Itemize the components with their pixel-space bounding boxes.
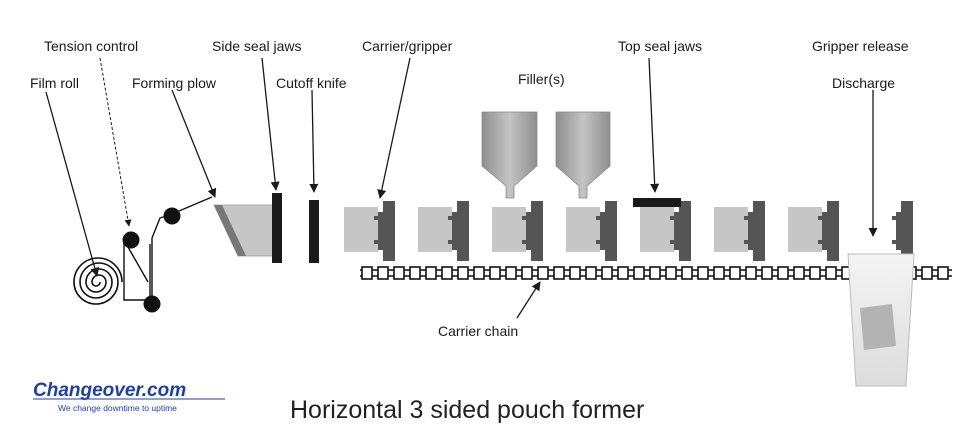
- label-cutoff-knife: Cutoff knife: [276, 75, 347, 91]
- carrier-gripper: [374, 201, 395, 261]
- chain-link: [665, 266, 677, 280]
- tension-roller-2: [143, 295, 161, 313]
- chain-link: [457, 266, 469, 280]
- carrier-gripper: [522, 201, 543, 261]
- label-forming-plow: Forming plow: [132, 75, 217, 91]
- chain-link: [473, 266, 485, 280]
- chain-link: [377, 266, 389, 280]
- chain-link: [393, 266, 405, 280]
- logo-wordmark: Changeover.com: [33, 380, 186, 401]
- label-fillers: Filler(s): [518, 71, 565, 87]
- chain-link: [489, 266, 501, 280]
- chain-link: [729, 266, 741, 280]
- filler-hopper: [481, 111, 538, 199]
- logo-tagline: We change downtime to uptime: [58, 403, 177, 413]
- pouch: [788, 207, 822, 252]
- pouch: [344, 207, 378, 252]
- chain-link: [825, 266, 837, 280]
- chain-link: [441, 266, 453, 280]
- label-side-seal-jaws: Side seal jaws: [212, 38, 302, 54]
- side-seal-jaw: [272, 193, 282, 263]
- chain-link: [649, 266, 661, 280]
- label-gripper-release: Gripper release: [812, 38, 909, 54]
- top-seal-jaw: [633, 198, 681, 207]
- chain-link: [809, 266, 821, 280]
- pouch-carriers: [344, 201, 913, 261]
- chain-link: [569, 266, 581, 280]
- chain-link: [713, 266, 725, 280]
- chain-link: [537, 266, 549, 280]
- chain-link: [521, 266, 533, 280]
- chain-link: [409, 266, 421, 280]
- chain-link: [761, 266, 773, 280]
- chain-link: [921, 266, 933, 280]
- carrier-gripper: [596, 201, 617, 261]
- chain-link: [697, 266, 709, 280]
- film-roll: [73, 257, 123, 305]
- filler-hopper: [555, 111, 611, 199]
- chain-link: [361, 266, 373, 280]
- carrier-gripper: [448, 201, 469, 261]
- cutoff-knife: [309, 200, 319, 263]
- label-carrier-gripper: Carrier/gripper: [362, 38, 453, 54]
- chain-link: [553, 266, 565, 280]
- pouch: [418, 207, 452, 252]
- label-carrier-chain: Carrier chain: [438, 323, 518, 339]
- label-discharge: Discharge: [832, 75, 895, 91]
- changeover-logo: Changeover.com We change downtime to upt…: [33, 380, 225, 413]
- forming-plow: [213, 204, 277, 257]
- diagram-title: Horizontal 3 sided pouch former: [290, 396, 644, 424]
- pouch: [566, 207, 600, 252]
- chain-link: [425, 266, 437, 280]
- pouch: [714, 207, 748, 252]
- chain-link: [601, 266, 613, 280]
- label-top-seal-jaws: Top seal jaws: [618, 38, 702, 54]
- carrier-gripper: [744, 201, 765, 261]
- discharged-pouch: [860, 304, 896, 350]
- leader-lines: [45, 57, 878, 319]
- label-tension-control: Tension control: [44, 38, 138, 54]
- chain-link: [617, 266, 629, 280]
- chain-link: [793, 266, 805, 280]
- chain-link: [505, 266, 517, 280]
- chain-link: [681, 266, 693, 280]
- tension-roller-1: [122, 231, 140, 249]
- chain-link: [633, 266, 645, 280]
- pouch: [640, 207, 674, 252]
- carrier-gripper: [818, 201, 839, 261]
- chain-link: [585, 266, 597, 280]
- chain-link: [937, 266, 949, 280]
- carrier-gripper: [892, 201, 913, 261]
- carrier-gripper: [670, 201, 691, 261]
- label-film-roll: Film roll: [30, 75, 79, 91]
- pouch: [492, 207, 526, 252]
- tension-roller-3: [163, 207, 181, 225]
- chain-link: [777, 266, 789, 280]
- chain-link: [745, 266, 757, 280]
